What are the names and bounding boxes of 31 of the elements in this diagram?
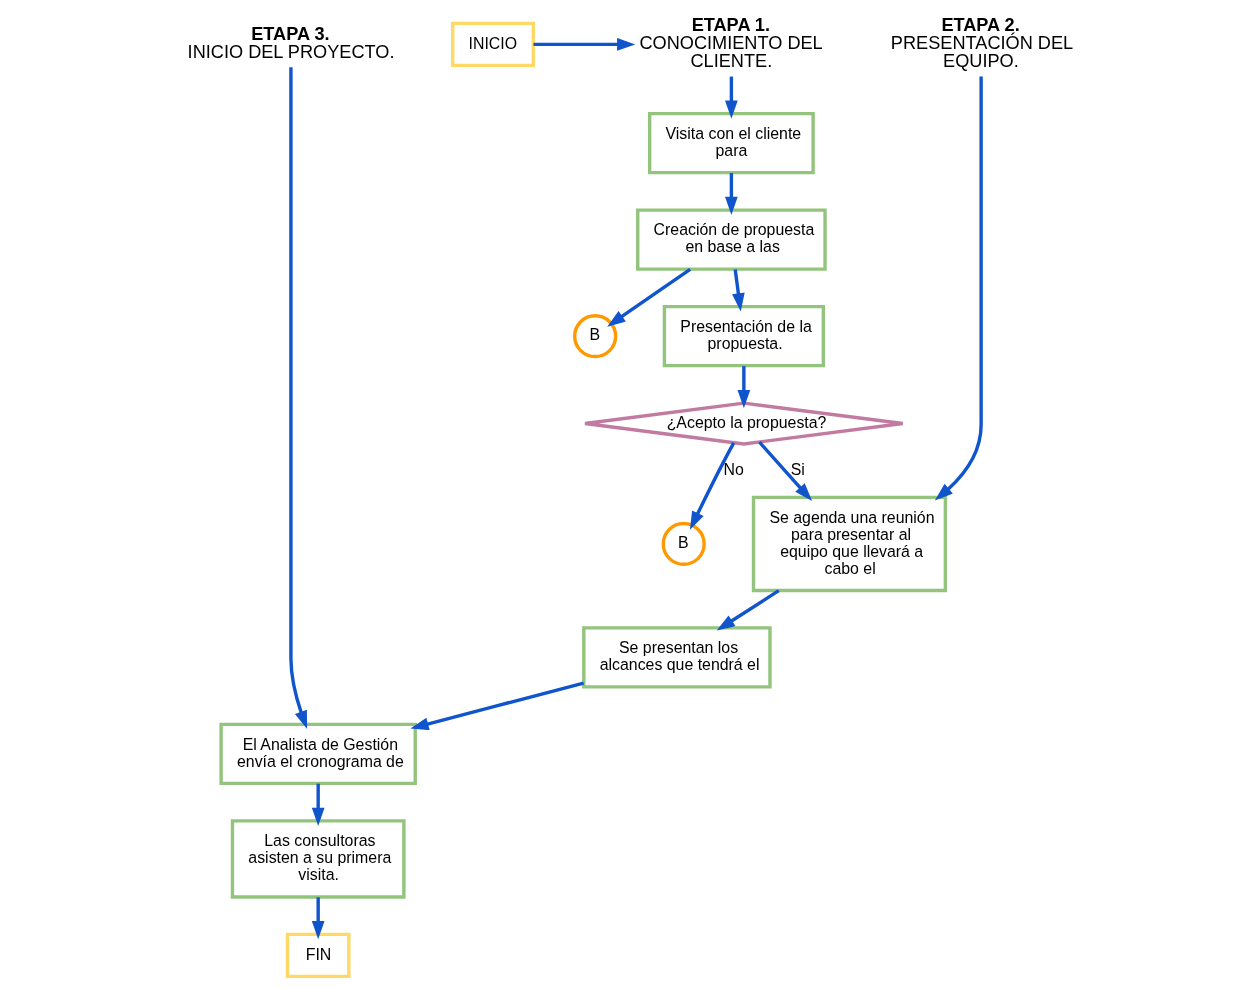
node-text: ETAPA 1. CONOCIMIENTO DEL CLIENTE. [639, 14, 823, 71]
node-box: Se presentan los alcances que tendrá el [582, 626, 772, 689]
arrow [311, 897, 325, 940]
arrow [725, 76, 738, 119]
arrow [737, 366, 751, 409]
arrow [732, 269, 745, 312]
arrow [758, 440, 813, 502]
edge-label: No [723, 460, 744, 478]
node-text: ETAPA 3. INICIO DEL PROYECTO. [187, 23, 395, 62]
node-box: Presentación de la propuesta. [662, 304, 826, 368]
node-box: FIN [285, 932, 351, 979]
node-box: El Analista de Gestión envía el cronograma de [219, 722, 417, 786]
node-text: ETAPA 2. PRESENTACIÓN DEL EQUIPO. [890, 14, 1074, 71]
arrow [289, 67, 308, 729]
edge-label: Si [790, 460, 805, 478]
node-box: Creación de propuesta en base a las [636, 208, 827, 271]
arrow [607, 267, 692, 327]
node-circle: B [573, 314, 618, 359]
node-box: INICIO [451, 21, 535, 68]
arrow [311, 783, 325, 826]
arrow [934, 76, 983, 501]
arrow [533, 38, 636, 51]
arrow [410, 681, 584, 731]
arrow [689, 442, 736, 530]
node-diamond: ¿Acepto la propuesta? [583, 401, 905, 446]
arrow [725, 173, 738, 216]
node-box: Las consultoras asisten a su primera visita. [230, 819, 406, 899]
arrow [716, 589, 780, 631]
node-box: Visita con el cliente para [647, 111, 815, 175]
node-circle: B [661, 521, 706, 566]
node-box: Se agenda una reunión para presentar al equipo que llevará a cabo el [751, 495, 948, 593]
